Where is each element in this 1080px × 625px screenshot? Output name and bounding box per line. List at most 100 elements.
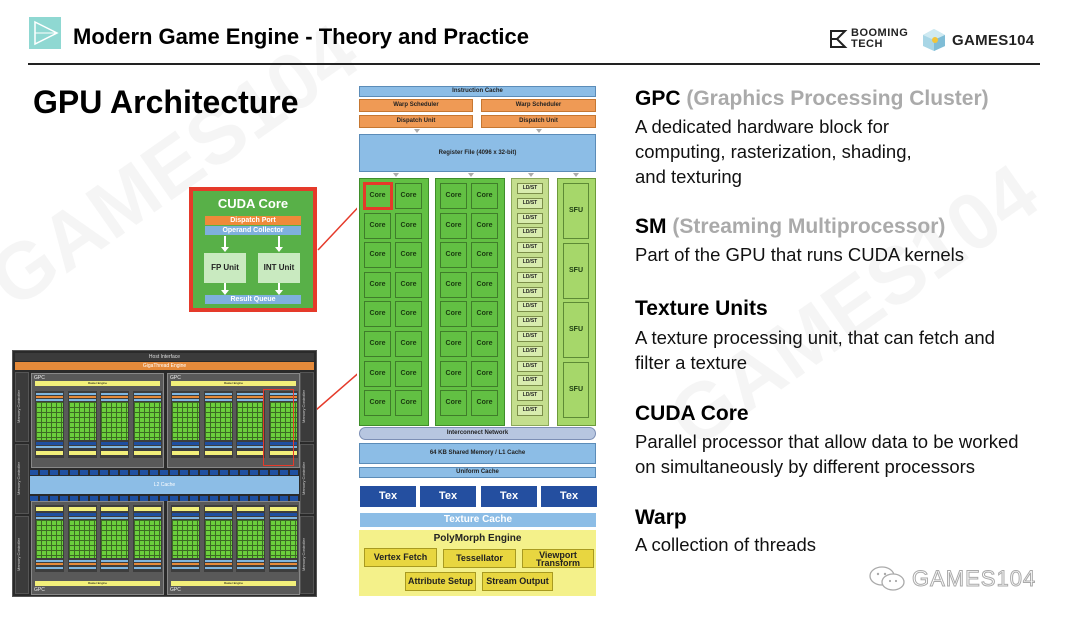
sm-cache: [269, 393, 297, 395]
wechat-watermark: GAMES104: [868, 565, 1036, 593]
term: GPC: [635, 87, 681, 110]
cuda-core-title: CUDA Core: [217, 196, 289, 211]
def-desc-texture-units: A texture processing unit, that can fetc…: [635, 327, 995, 373]
sm-scheduler: [68, 396, 96, 398]
warp-scheduler: Warp Scheduler: [481, 99, 596, 112]
cuda-core-cell: Core: [440, 331, 467, 357]
gpc-label: GPC: [34, 375, 45, 381]
sm-cores: [133, 520, 161, 558]
sfu-unit: SFU: [563, 183, 589, 239]
sm-block: [171, 391, 200, 458]
ldst-unit: LD/ST: [517, 345, 543, 357]
sm-block: [203, 505, 233, 572]
stream-output: Stream Output: [482, 572, 553, 591]
sm-l1: [269, 517, 297, 519]
sm-polymorph: [269, 451, 297, 455]
texture-unit: Tex: [420, 486, 476, 507]
ldst-unit: LD/ST: [517, 375, 543, 387]
dispatch-unit: Dispatch Unit: [481, 115, 596, 128]
sm-regfile: [36, 560, 63, 562]
register-file: Register File (4096 x 32-bit): [359, 134, 596, 172]
polymorph-engine-title: PolyMorph Engine: [433, 533, 522, 544]
def-term-texture-units: Texture Units: [635, 297, 768, 321]
ldst-unit: LD/ST: [517, 257, 543, 268]
sm-scheduler: [68, 563, 96, 565]
sm-l1: [269, 446, 297, 448]
def-term-sm: SM (Streaming Multiprocessor): [635, 215, 945, 239]
games104-logo: GAMES104: [922, 28, 1034, 52]
sm-block: [236, 505, 265, 572]
sm-regfile: [204, 560, 232, 562]
sm-polymorph: [204, 507, 232, 511]
def-desc-gpc: A dedicated hardware block for computing…: [635, 116, 912, 187]
term: SM: [635, 215, 667, 238]
host-interface: Host Interface: [15, 353, 314, 361]
page-title: GPU Architecture: [33, 84, 299, 120]
sm-scheduler: [133, 563, 161, 565]
cuda-core-cell: Core: [364, 212, 391, 239]
sm-scheduler: [133, 396, 161, 398]
dispatch-port: Dispatch Port: [205, 216, 301, 225]
warp-scheduler: Warp Scheduler: [359, 99, 473, 112]
sm-polymorph: [68, 507, 96, 511]
sm-cache: [133, 393, 161, 395]
sm-polymorph: [133, 451, 161, 455]
cuda-core-inset: CUDA Core Dispatch Port Operand Collecto…: [189, 187, 317, 312]
sm-l1: [237, 446, 264, 448]
sm-diagram: Instruction Cache Warp Scheduler Warp Sc…: [357, 84, 598, 598]
sm-scheduler: [237, 396, 264, 398]
sm-cores: [36, 402, 63, 440]
cuda-core-cell: Core: [364, 271, 391, 298]
uniform-cache: Uniform Cache: [359, 467, 596, 478]
cuda-core-cell: Core: [395, 271, 422, 298]
arrow-down-icon: [221, 290, 229, 295]
sm-l1: [36, 517, 63, 519]
polymorph-engine: PolyMorph Engine Vertex Fetch Tessellato…: [359, 530, 596, 596]
cuda-core-cell: Core: [471, 271, 498, 298]
sm-cache: [68, 567, 96, 569]
sm-cores: [101, 402, 128, 440]
cuda-core-cell: Core: [471, 301, 498, 328]
sm-tex: [68, 442, 96, 445]
sm-cores: [172, 520, 199, 558]
sm-scheduler: [237, 563, 264, 565]
cuda-core-cell: Core: [440, 183, 467, 209]
ldst-unit: LD/ST: [517, 331, 543, 342]
brand-line-1: BOOMING: [851, 27, 909, 39]
arrow-down-icon: [275, 247, 283, 252]
ldst-unit: LD/ST: [517, 286, 543, 298]
sm-cache: [204, 567, 232, 569]
gpc-label: GPC: [170, 587, 181, 593]
l2-cache-band: [30, 470, 299, 475]
sm-tex: [269, 442, 297, 445]
sm-cores: [204, 520, 232, 558]
fp-unit: FP Unit: [204, 253, 246, 283]
cuda-core-cell: Core: [395, 212, 422, 239]
sm-cores: [269, 402, 297, 440]
cuda-core-cell: Core: [471, 212, 498, 239]
sm-block: [100, 505, 129, 572]
memory-controller: Memory Controller: [300, 372, 314, 442]
sm-cores: [68, 520, 96, 558]
sm-tex: [36, 442, 63, 445]
texture-cache: Texture Cache: [360, 513, 596, 527]
sm-cache: [101, 393, 128, 395]
brand-games104: GAMES104: [952, 31, 1035, 49]
sm-tex: [172, 513, 199, 516]
ldst-unit: LD/ST: [517, 390, 543, 402]
sm-l1: [204, 517, 232, 519]
raster-engine: Raster Engine: [171, 581, 296, 586]
operand-collector: Operand Collector: [205, 226, 301, 235]
arrow-down-icon: [393, 173, 399, 177]
sm-l1: [237, 517, 264, 519]
cuda-core-cell: Core: [471, 360, 498, 387]
sm-tex: [172, 442, 199, 445]
sm-scheduler: [172, 563, 199, 565]
raster-engine: Raster Engine: [35, 381, 160, 386]
sm-cache: [36, 567, 63, 569]
sm-cache: [204, 393, 232, 395]
sm-cores: [204, 402, 232, 440]
sm-polymorph: [172, 507, 199, 511]
